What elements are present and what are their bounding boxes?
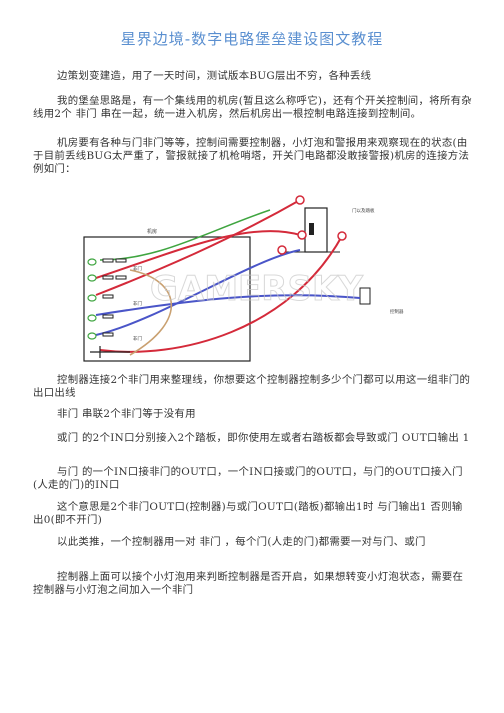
wire-red-2 bbox=[95, 230, 301, 279]
paragraph-meaning: 这个意思是2个非门OUT口(控制器)与或门OUT口(踏板)都输出1时 与门输出1… bbox=[33, 501, 463, 526]
wire-blue-2 bbox=[95, 294, 361, 316]
document-title: 星界边境-数字电路堡垒建设图文教程 bbox=[120, 30, 384, 48]
gate-column bbox=[87, 258, 130, 358]
door-block bbox=[304, 207, 328, 253]
paragraph-or-gate: 或门 的2个IN口分别接入2个踏板，即你使用左或者右踏板都会导致或门 OUT口输… bbox=[57, 432, 470, 444]
wire-red-1 bbox=[95, 199, 301, 296]
wire-brown bbox=[129, 269, 173, 356]
paragraph-intro: 边策划变建造，用了一天时间，测试版本BUG层出不穷，各种丢线 bbox=[57, 70, 372, 82]
paragraph-and-gate: 与门 的一个IN口接非门的OUT口，一个IN口接或门的OUT口，与门的OUT口接… bbox=[33, 466, 463, 491]
wire-red-3 bbox=[99, 235, 343, 353]
machine-room-frame bbox=[83, 236, 251, 362]
gate-label-2: 非门 bbox=[133, 300, 142, 307]
paragraph-fortress-idea: 我的堡垒思路是，有一个集线用的机房(暂且这么称呼它)，还有个开关控制间，将所有杂… bbox=[33, 95, 472, 120]
watermark: GAMERSKY bbox=[150, 269, 363, 309]
paragraph-bulb: 控制器上面可以接个小灯泡用来判断控制器是否开启，如果想转变小灯泡状态，需要在控制… bbox=[33, 571, 464, 596]
machine-room-label: 机房 bbox=[147, 228, 157, 235]
paragraph-controller: 控制器连接2个非门用来整理线，你想要这个控制器控制多少个门都可以用这一组非门的出… bbox=[33, 374, 471, 399]
wire-endpoint bbox=[337, 231, 347, 241]
wire-endpoint bbox=[297, 230, 307, 240]
wire-blue-1 bbox=[95, 249, 301, 336]
gate-label-3: 非门 bbox=[133, 335, 142, 342]
controller-label: 控制器 bbox=[390, 308, 404, 315]
door-handle bbox=[309, 223, 314, 235]
wire-endpoint bbox=[277, 245, 287, 255]
controller-box bbox=[359, 287, 371, 305]
paragraph-not-gate: 非门 串联2个非门等于没有用 bbox=[57, 408, 196, 420]
wire-green bbox=[99, 209, 271, 261]
circuit-diagram: 机房 门以及踏板 控制器 bbox=[83, 195, 404, 362]
door-label: 门以及踏板 bbox=[352, 207, 375, 214]
gate-label-1: 非门 bbox=[133, 265, 142, 272]
wire-endpoint bbox=[295, 195, 305, 205]
paragraph-machine-room: 机房要有各种与门非门等等，控制间需要控制器，小灯泡和警报用来观察现在的状态(由于… bbox=[33, 137, 470, 175]
paragraph-analogy: 以此类推，一个控制器用一对 非门 ，每个门(人走的门)都需要一对与门、或门 bbox=[57, 536, 426, 548]
